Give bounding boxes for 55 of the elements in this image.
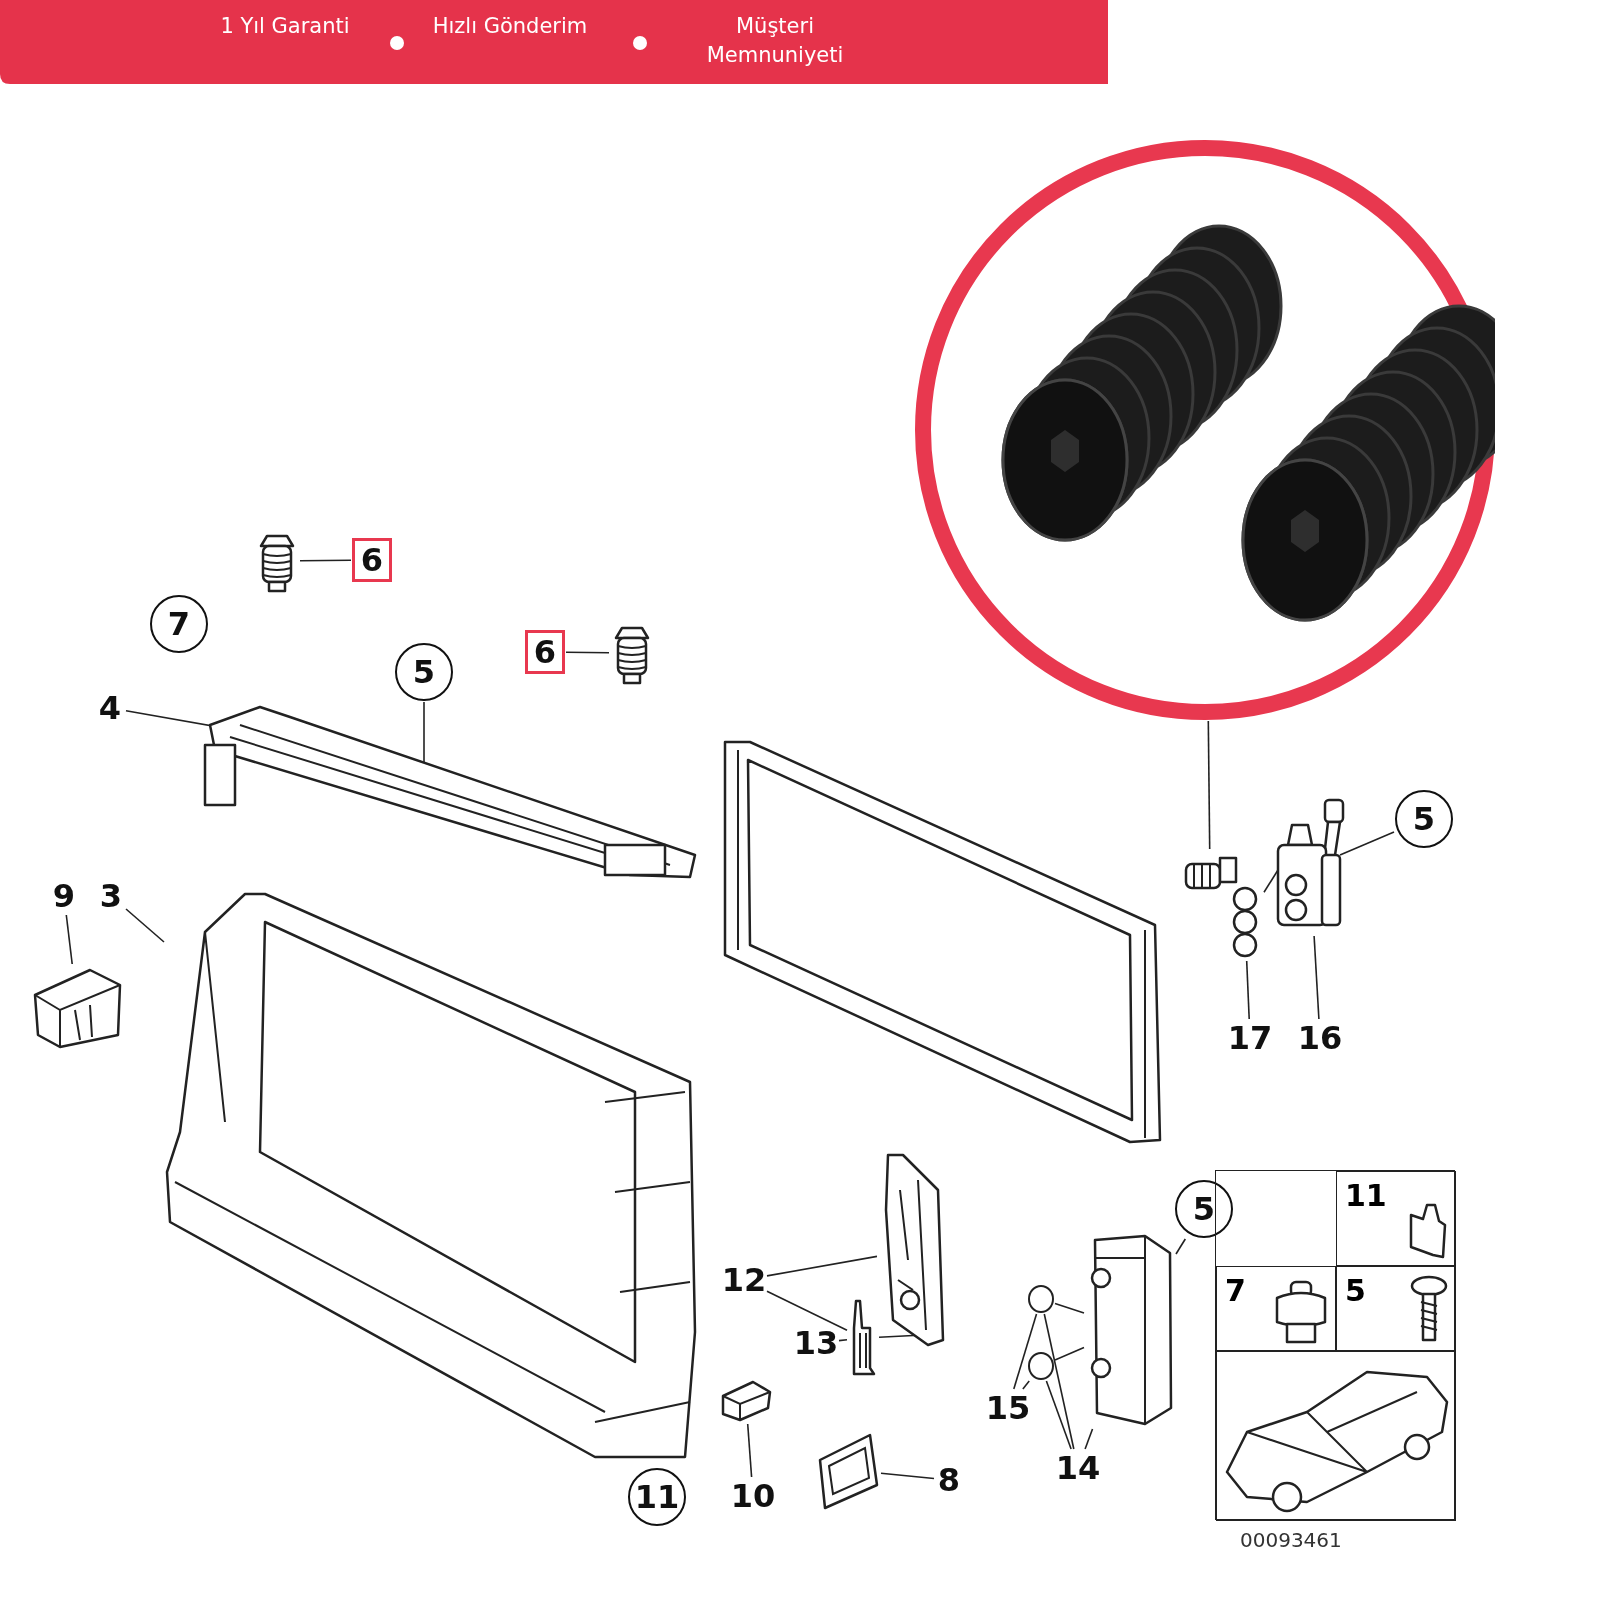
callout-number: 8: [935, 1462, 963, 1498]
leader-line: [1043, 1313, 1075, 1450]
leader-line: [565, 651, 610, 654]
drawing-number: 00093461: [1240, 1528, 1342, 1552]
callout-number: 12: [722, 1262, 766, 1298]
leader-line: [1339, 831, 1395, 856]
leader-line: [1045, 1380, 1072, 1450]
callout-number: 10: [731, 1478, 775, 1514]
leader-line: [1263, 869, 1279, 894]
table-cell: [1336, 1171, 1456, 1266]
leader-line: [838, 1338, 848, 1342]
table-cell: [1336, 1266, 1456, 1351]
callout-number: 5: [395, 643, 453, 701]
leader-line: [1054, 1302, 1085, 1314]
banner-text: 1 Yıl Garanti: [219, 13, 351, 40]
callout-number: 6: [352, 538, 392, 582]
o-ring-drawing: [1028, 1352, 1054, 1380]
leader-line: [1022, 1380, 1030, 1390]
callout-number: 7: [150, 595, 208, 653]
callout-number: 17: [1228, 1020, 1272, 1056]
table-cell: [1216, 1266, 1336, 1351]
leader-line: [1207, 720, 1211, 850]
product-photo: [915, 140, 1495, 720]
leader-line: [125, 908, 165, 943]
leader-line: [1313, 935, 1320, 1020]
callout-number: 13: [794, 1325, 838, 1361]
leader-line: [1175, 1238, 1187, 1255]
leader-line: [766, 1255, 878, 1277]
callout-number: 5: [1345, 1273, 1366, 1308]
leader-line: [746, 1423, 753, 1478]
callout-number: 7: [1225, 1273, 1246, 1308]
leader-line: [1084, 1428, 1094, 1450]
banner-text: Hızlı Gönderim: [431, 13, 589, 40]
leader-line: [299, 559, 352, 562]
leader-line: [423, 701, 425, 764]
callout-number: 11: [628, 1468, 686, 1526]
callout-number: 3: [97, 878, 125, 914]
callout-number: 11: [1345, 1178, 1387, 1213]
leader-line: [65, 914, 73, 965]
callout-number: 5: [1395, 790, 1453, 848]
callout-number: 14: [1056, 1450, 1100, 1486]
leader-line: [766, 1290, 848, 1331]
o-ring-drawing: [1028, 1285, 1054, 1313]
leader-line: [1245, 960, 1250, 1020]
callout-number: 16: [1298, 1020, 1342, 1056]
callout-number: 6: [525, 630, 565, 674]
banner-text: Müşteri Memnuniyeti: [705, 13, 845, 69]
callout-number: 9: [50, 878, 78, 914]
inset-table: [1215, 1170, 1455, 1520]
callout-number: 5: [1175, 1180, 1233, 1238]
leader-line: [880, 1472, 935, 1480]
callout-number: 4: [95, 690, 125, 726]
leader-line: [1054, 1346, 1085, 1361]
callout-number: 15: [986, 1390, 1030, 1426]
leader-line: [1013, 1313, 1038, 1390]
